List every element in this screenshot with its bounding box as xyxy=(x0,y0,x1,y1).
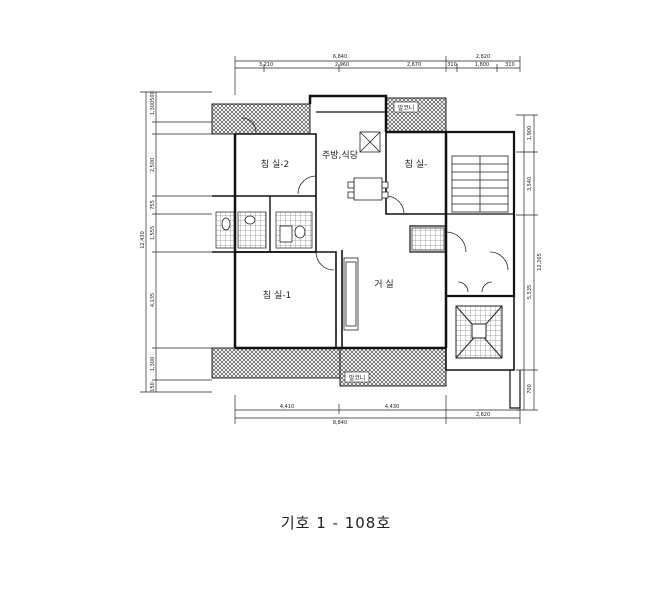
dim-left-e: 1,555 xyxy=(150,226,156,240)
dimension-lines-top xyxy=(234,56,521,95)
balcony-tag-top: 발코니 xyxy=(398,104,415,112)
dim-top-seg5: 1,800 xyxy=(475,62,489,68)
dim-left-d: 755 xyxy=(150,200,156,210)
sofa xyxy=(343,257,359,331)
dimension-lines-right xyxy=(516,114,538,411)
dim-right-d: 700 xyxy=(527,384,533,394)
tiled-floors xyxy=(215,131,445,251)
dim-top-seg4: 310 xyxy=(447,62,457,68)
room-label-bedroom-small: 침 실- xyxy=(405,159,428,170)
dim-left-g: 1,300 xyxy=(150,357,156,371)
dim-top-seg6: 310 xyxy=(505,62,515,68)
room-label-bedroom2: 침 실-2 xyxy=(261,159,289,170)
dim-left-total: 12,430 xyxy=(140,231,146,249)
dimension-lines-bottom xyxy=(234,395,521,424)
door-swings xyxy=(241,117,509,293)
dimension-lines-left xyxy=(140,91,212,393)
room-label-living: 거 실 xyxy=(374,279,393,290)
dim-bottom-seg1: 4,410 xyxy=(280,404,294,410)
room-label-bedroom1: 침 실-1 xyxy=(263,290,291,301)
balcony-tag-box-bottom xyxy=(344,371,370,383)
dim-bottom-right-overall: 2,820 xyxy=(476,412,490,418)
dim-top-seg1: 3,210 xyxy=(259,62,273,68)
dim-left-h: 150 xyxy=(150,382,156,392)
balcony-tag-box-top xyxy=(393,101,419,113)
dim-top-seg2: 2,960 xyxy=(335,62,349,68)
room-label-kitchen: 주방,식당 xyxy=(322,150,358,161)
elevator-shaft xyxy=(455,305,503,359)
dim-bottom-overall: 8,840 xyxy=(333,420,347,426)
drawing-caption: 기호 1 - 108호 xyxy=(280,514,392,532)
dim-left-c: 2,500 xyxy=(150,158,156,172)
dim-right-a: 1,900 xyxy=(527,126,533,140)
dim-top-overall: 6,840 xyxy=(333,54,347,60)
balcony-tag-bottom: 발코니 xyxy=(349,374,366,382)
kitchen-furniture xyxy=(347,131,389,201)
dim-right-total: 12,265 xyxy=(537,253,543,271)
walls xyxy=(212,94,521,409)
dim-top-right-overall: 2,820 xyxy=(476,54,490,60)
stair xyxy=(451,155,509,213)
dim-left-b: 500 xyxy=(150,91,156,101)
dim-right-b: 3,540 xyxy=(527,177,533,191)
dim-left-f: 4,135 xyxy=(150,293,156,307)
dim-left-a: 1,300 xyxy=(150,101,156,115)
dim-bottom-seg2: 4,430 xyxy=(385,404,399,410)
dim-right-c: 5,535 xyxy=(527,285,533,299)
bath-fixtures xyxy=(221,215,306,243)
dim-top-seg3: 2,670 xyxy=(407,62,421,68)
